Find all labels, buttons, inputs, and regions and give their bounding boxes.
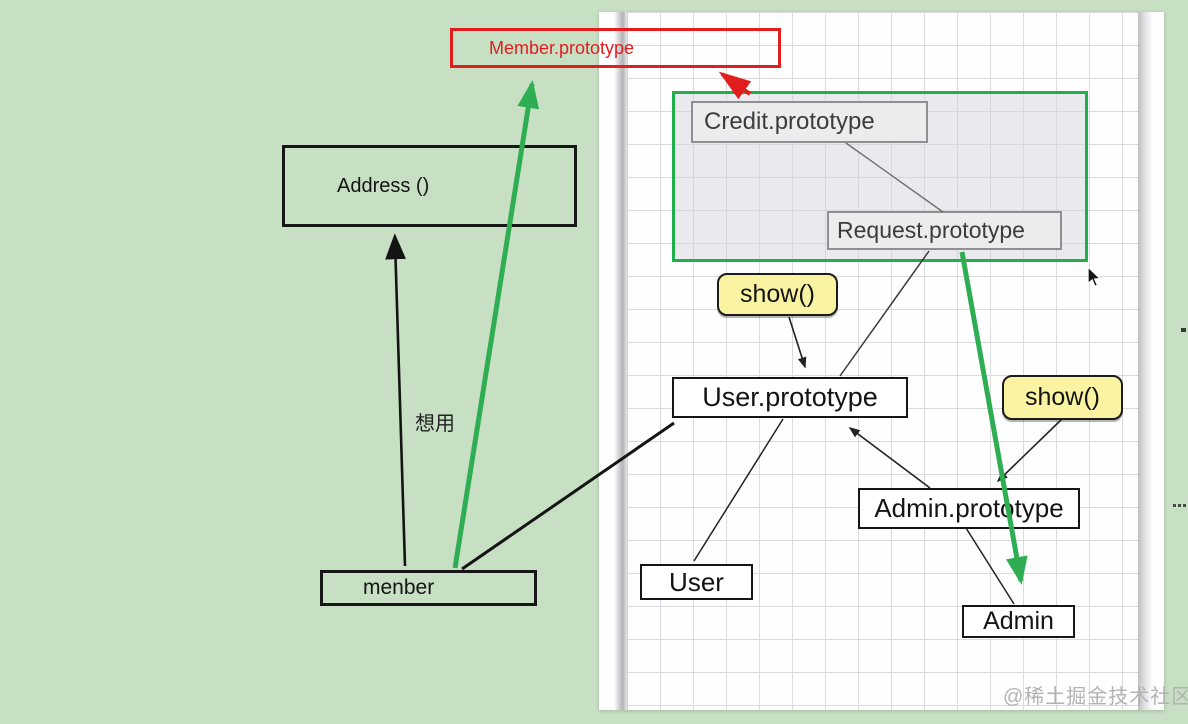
screen-edge-dot bbox=[1181, 328, 1186, 332]
node-show-left[interactable]: show() bbox=[717, 273, 838, 316]
mouse-cursor-icon bbox=[1087, 266, 1102, 288]
node-show-right[interactable]: show() bbox=[1002, 375, 1123, 420]
watermark-text: @稀土掘金技术社区 bbox=[1003, 686, 1188, 708]
page-right-shadow bbox=[1138, 12, 1153, 710]
annotation-note-text: 想用 bbox=[415, 413, 455, 435]
node-user-prototype-label: User.prototype bbox=[702, 382, 878, 412]
annotation-address-box: Address () bbox=[282, 145, 577, 227]
annotation-member-prototype-box: Member.prototype bbox=[450, 28, 781, 68]
annotation-address-label: Address () bbox=[337, 174, 430, 197]
node-admin-prototype[interactable]: Admin.prototype bbox=[858, 488, 1080, 529]
annotation-menber-box: menber bbox=[320, 570, 537, 606]
annotation-menber-label: menber bbox=[363, 576, 435, 599]
connector-menber-to-address bbox=[385, 233, 407, 567]
node-user-prototype[interactable]: User.prototype bbox=[672, 377, 908, 418]
node-request-prototype-label: Request.prototype bbox=[837, 217, 1025, 243]
node-show-left-label: show() bbox=[739, 280, 815, 308]
node-credit-prototype-label: Credit.prototype bbox=[704, 108, 875, 135]
node-show-right-label: show() bbox=[1024, 383, 1100, 411]
screen-edge-ellipsis bbox=[1173, 504, 1188, 508]
page-left-shadow bbox=[614, 12, 628, 710]
node-admin-prototype-label: Admin.prototype bbox=[874, 493, 1064, 523]
node-credit-prototype[interactable]: Credit.prototype bbox=[691, 101, 928, 143]
node-user-label: User bbox=[669, 566, 724, 597]
node-admin-label: Admin bbox=[983, 607, 1054, 635]
node-admin[interactable]: Admin bbox=[962, 605, 1075, 638]
node-user[interactable]: User bbox=[640, 564, 753, 600]
node-request-prototype[interactable]: Request.prototype bbox=[827, 211, 1062, 250]
annotation-member-prototype-label: Member.prototype bbox=[489, 37, 635, 58]
